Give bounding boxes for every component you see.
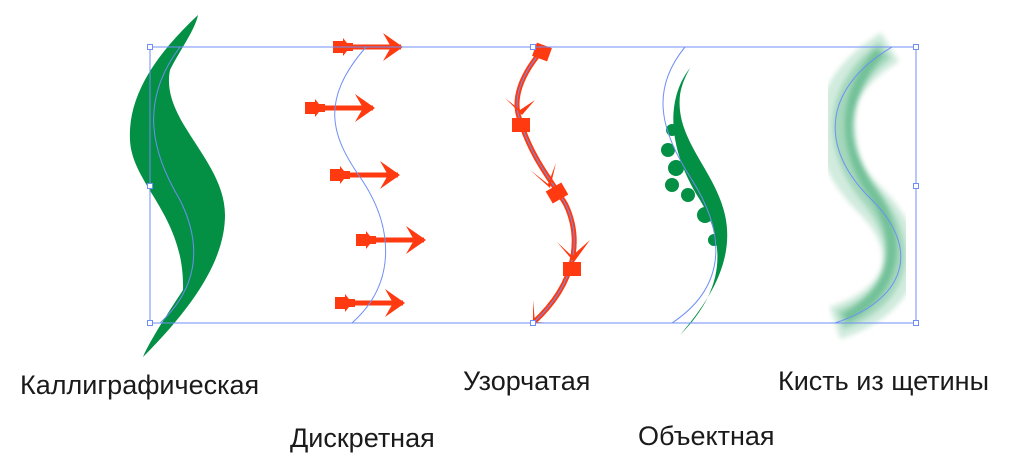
scatter-brush-stroke [305,33,426,324]
label-pattern: Узорчатая [463,366,591,396]
label-scatter: Дискретная [290,423,435,453]
label-bristle: Кисть из щетины [778,366,990,396]
bristle-brush-stroke [817,32,917,340]
label-art: Объектная [638,421,775,451]
pattern-brush-stroke [505,42,590,325]
selection-bounding-box[interactable] [147,44,919,326]
art-brush-stroke [661,46,728,335]
calligraphic-brush-stroke [129,15,225,357]
label-calligraphic: Каллиграфическая [20,370,260,400]
